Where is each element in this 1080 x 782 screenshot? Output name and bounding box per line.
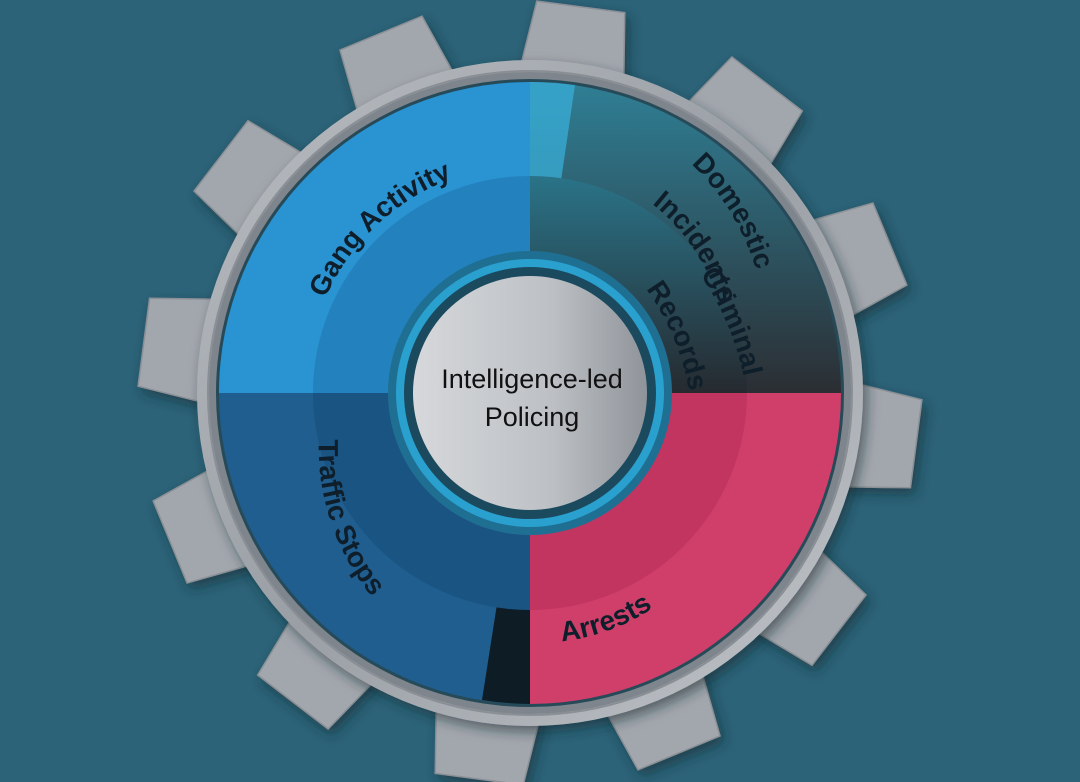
center-label-line2: Policing [485, 402, 580, 432]
hub-center [413, 276, 647, 510]
gear-teeth [137, 0, 923, 782]
center-label-line1: Intelligence-led [441, 364, 623, 394]
gear-rim [207, 70, 853, 716]
